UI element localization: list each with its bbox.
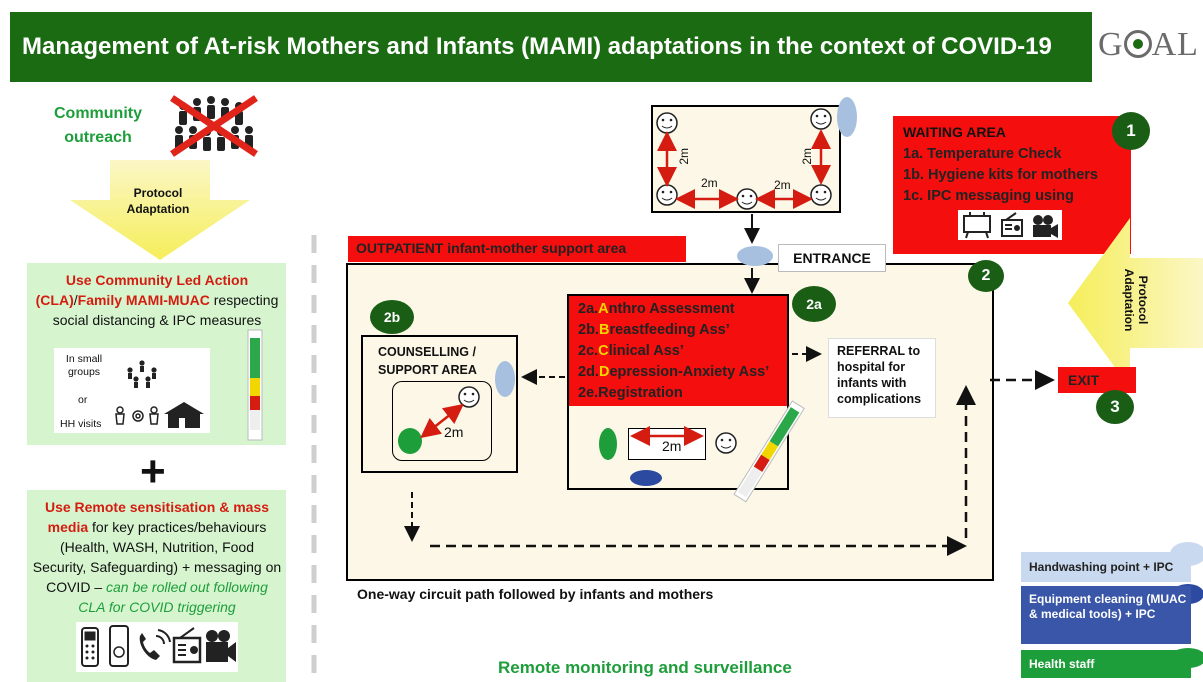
seating-diagram — [656, 97, 857, 210]
item-prefix: 2e. — [578, 385, 599, 401]
referral-note: REFERRAL to hospital for infants with co… — [828, 338, 936, 418]
small-groups-label: In small groups — [65, 353, 103, 378]
step-1-badge: 1 — [1112, 112, 1150, 150]
waiting-item: 1b. Hygiene kits for mothers — [903, 167, 1098, 183]
assessment-item: 2c.Clinical Ass’ — [578, 343, 684, 359]
remote-heading: Use Remote sensitisation & mass media — [44, 499, 270, 535]
exit-label: EXIT — [1058, 367, 1136, 393]
cla-heading: Use Community Led Action (CLA) — [35, 272, 249, 308]
waiting-item: 1a. Temperature Check — [903, 146, 1062, 162]
waiting-area-title: WAITING AREA — [903, 124, 1006, 140]
item-prefix: 2c. — [578, 343, 599, 359]
item-rest: Registration — [598, 385, 683, 401]
muac-tape-icon — [247, 329, 263, 441]
entrance-label: ENTRANCE — [778, 244, 886, 272]
cla-body: respecting social distancing & IPC measu… — [52, 292, 279, 328]
household-visit-icon — [115, 402, 204, 428]
crossed-crowd-icon — [170, 95, 258, 157]
section-separator — [311, 235, 317, 680]
page-title: Management of At-risk Mothers and Infant… — [10, 12, 1092, 82]
item-prefix: 2a. — [578, 301, 599, 317]
assessment-item: 2a.Anthro Assessment — [578, 301, 735, 317]
legend-handwashing: Handwashing point + IPC — [1021, 552, 1191, 582]
cla-slash: / — [73, 292, 78, 308]
remote-sensitisation-description: Use Remote sensitisation & mass media fo… — [32, 497, 282, 617]
hh-visits-label: HH visits — [60, 418, 102, 430]
step-3-badge: 3 — [1096, 390, 1134, 424]
step-2a-badge: 2a — [792, 286, 836, 322]
community-outreach-label: Community outreach — [54, 105, 142, 146]
one-way-circuit-caption: One-way circuit path followed by infants… — [357, 586, 714, 602]
cla-family-muac: Family MAMI-MUAC — [77, 292, 210, 308]
protocol-adaptation-down-arrow — [70, 160, 250, 260]
distance-label: 2m — [774, 178, 791, 192]
remote-body: for key practices/behaviours (Health, WA… — [32, 519, 282, 595]
counselling-title: COUNSELLING / SUPPORT AREA — [378, 345, 477, 377]
item-letter: B — [598, 322, 610, 338]
assessment-item: 2d.Depression-Anxiety Ass’ — [578, 364, 769, 380]
remote-note: can be rolled out following CLA for COVI… — [78, 579, 268, 615]
plus-sign: + — [140, 447, 166, 496]
item-rest: epression-Anxiety Ass’ — [609, 364, 770, 380]
assessment-list-panel — [569, 296, 787, 406]
remote-monitoring-caption: Remote monitoring and surveillance — [498, 658, 792, 677]
item-rest: linical Ass’ — [608, 343, 684, 359]
item-rest: nthro Assessment — [608, 301, 735, 317]
protocol-adaptation-left-arrow — [1068, 218, 1203, 388]
legend-equipment-cleaning: Equipment cleaning (MUAC & medical tools… — [1021, 586, 1191, 644]
or-label: or — [78, 394, 88, 406]
item-rest: reastfeeding Ass’ — [609, 322, 730, 338]
assessment-item: 2e.Registration — [578, 385, 683, 401]
cla-description: Use Community Led Action (CLA)/Family MA… — [32, 270, 282, 330]
ipc-messaging-icons — [958, 210, 1062, 240]
item-letter: A — [598, 301, 609, 317]
assessment-item: 2b.Breastfeeding Ass’ — [578, 322, 730, 338]
step-2b-badge: 2b — [370, 300, 414, 334]
step-2-badge: 2 — [968, 260, 1004, 292]
outpatient-label: OUTPATIENT infant-mother support area — [348, 236, 686, 262]
small-group-icon — [127, 360, 157, 388]
protocol-adaptation-label: Protocol Adaptation — [126, 186, 190, 216]
item-prefix: 2d. — [578, 364, 599, 380]
item-prefix: 2b. — [578, 322, 599, 338]
media-channels-icons — [76, 622, 238, 672]
waiting-item: 1c. IPC messaging using — [903, 188, 1074, 204]
distance-label: 2m — [701, 176, 718, 190]
item-letter: D — [598, 364, 610, 380]
legend-health-staff: Health staff — [1021, 650, 1191, 678]
item-letter: C — [598, 343, 609, 359]
